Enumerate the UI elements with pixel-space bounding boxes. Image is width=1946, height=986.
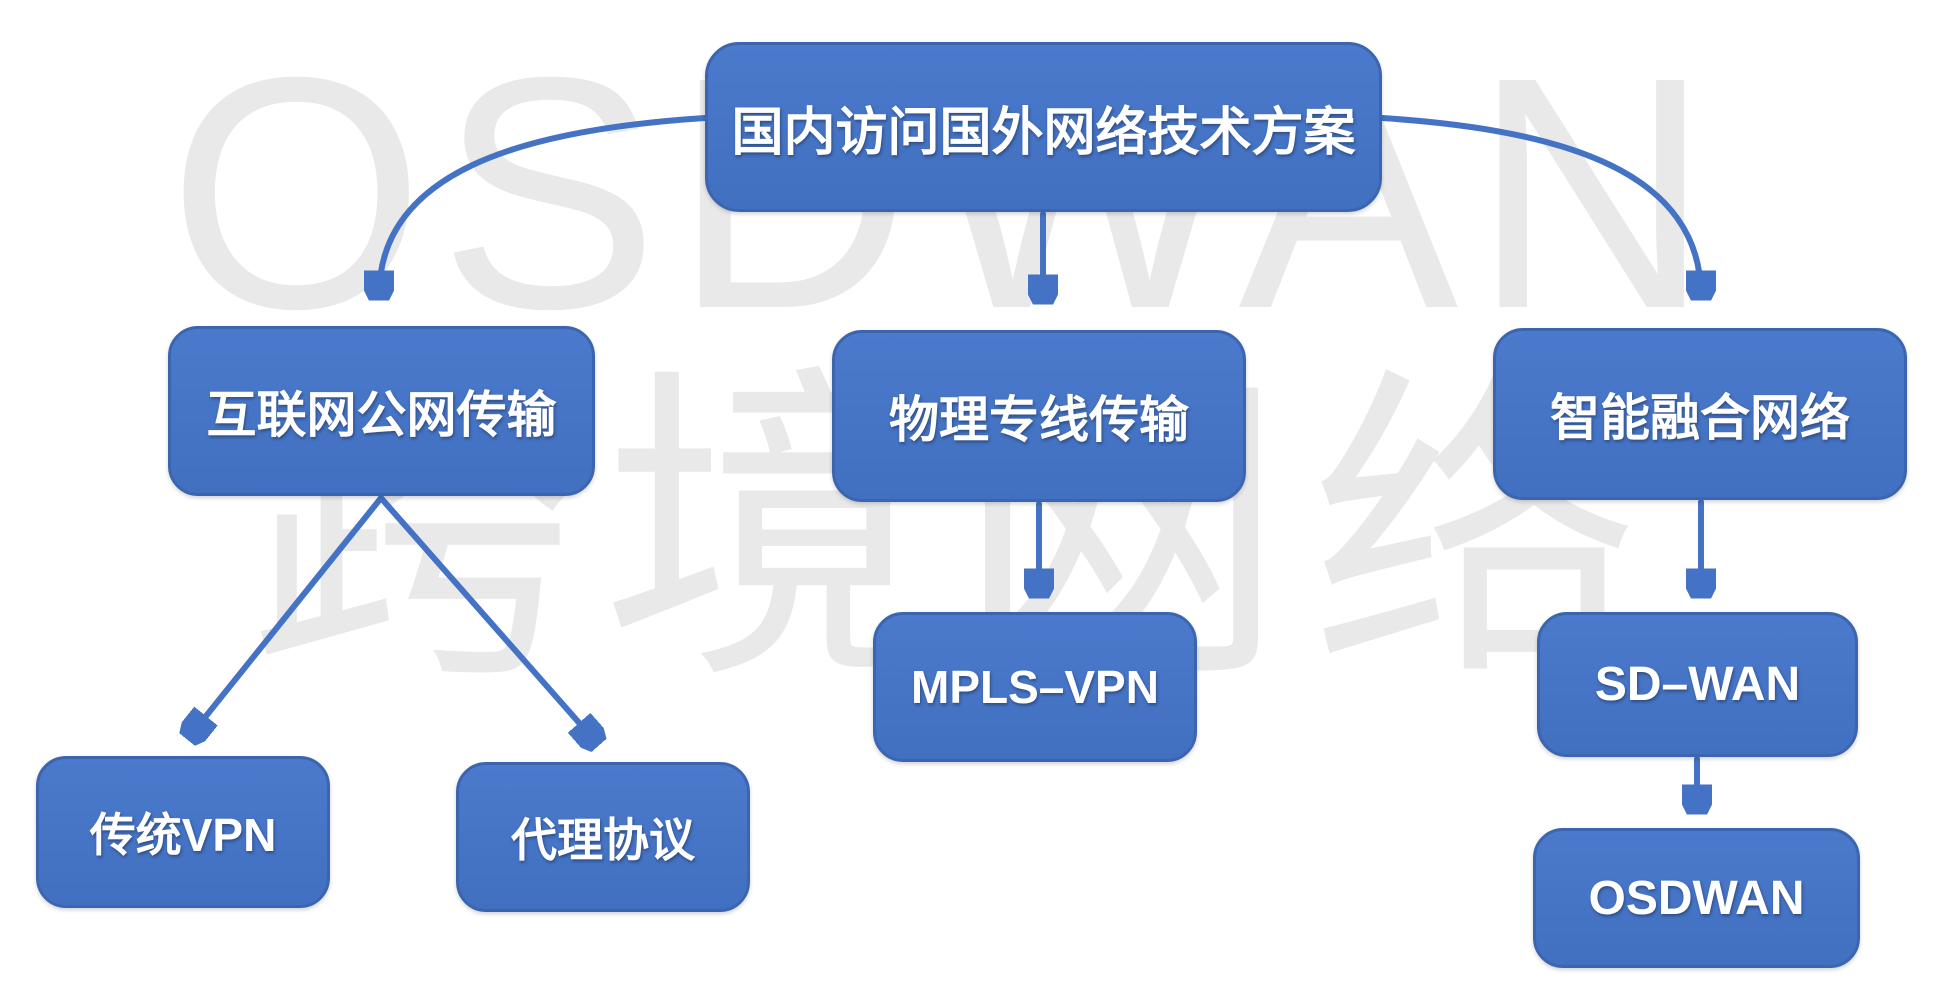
node-physical-line-transport: 物理专线传输: [832, 330, 1246, 502]
arrow-root-to-internet-public: [379, 115, 708, 296]
node-traditional-vpn: 传统VPN: [36, 756, 330, 908]
arrow-internet-to-traditional-vpn: [190, 495, 384, 736]
arrow-root-to-smart-fusion: [1379, 115, 1701, 296]
node-internet-public-transport: 互联网公网传输: [168, 326, 595, 496]
node-mpls-vpn: MPLS–VPN: [873, 612, 1197, 762]
node-smart-fusion-network: 智能融合网络: [1493, 328, 1907, 500]
node-root-title: 国内访问国外网络技术方案: [705, 42, 1382, 212]
node-proxy-protocol: 代理协议: [456, 762, 750, 912]
arrow-internet-to-proxy-protocol: [378, 495, 596, 742]
node-osdwan: OSDWAN: [1533, 828, 1860, 968]
node-sd-wan: SD–WAN: [1537, 612, 1858, 757]
